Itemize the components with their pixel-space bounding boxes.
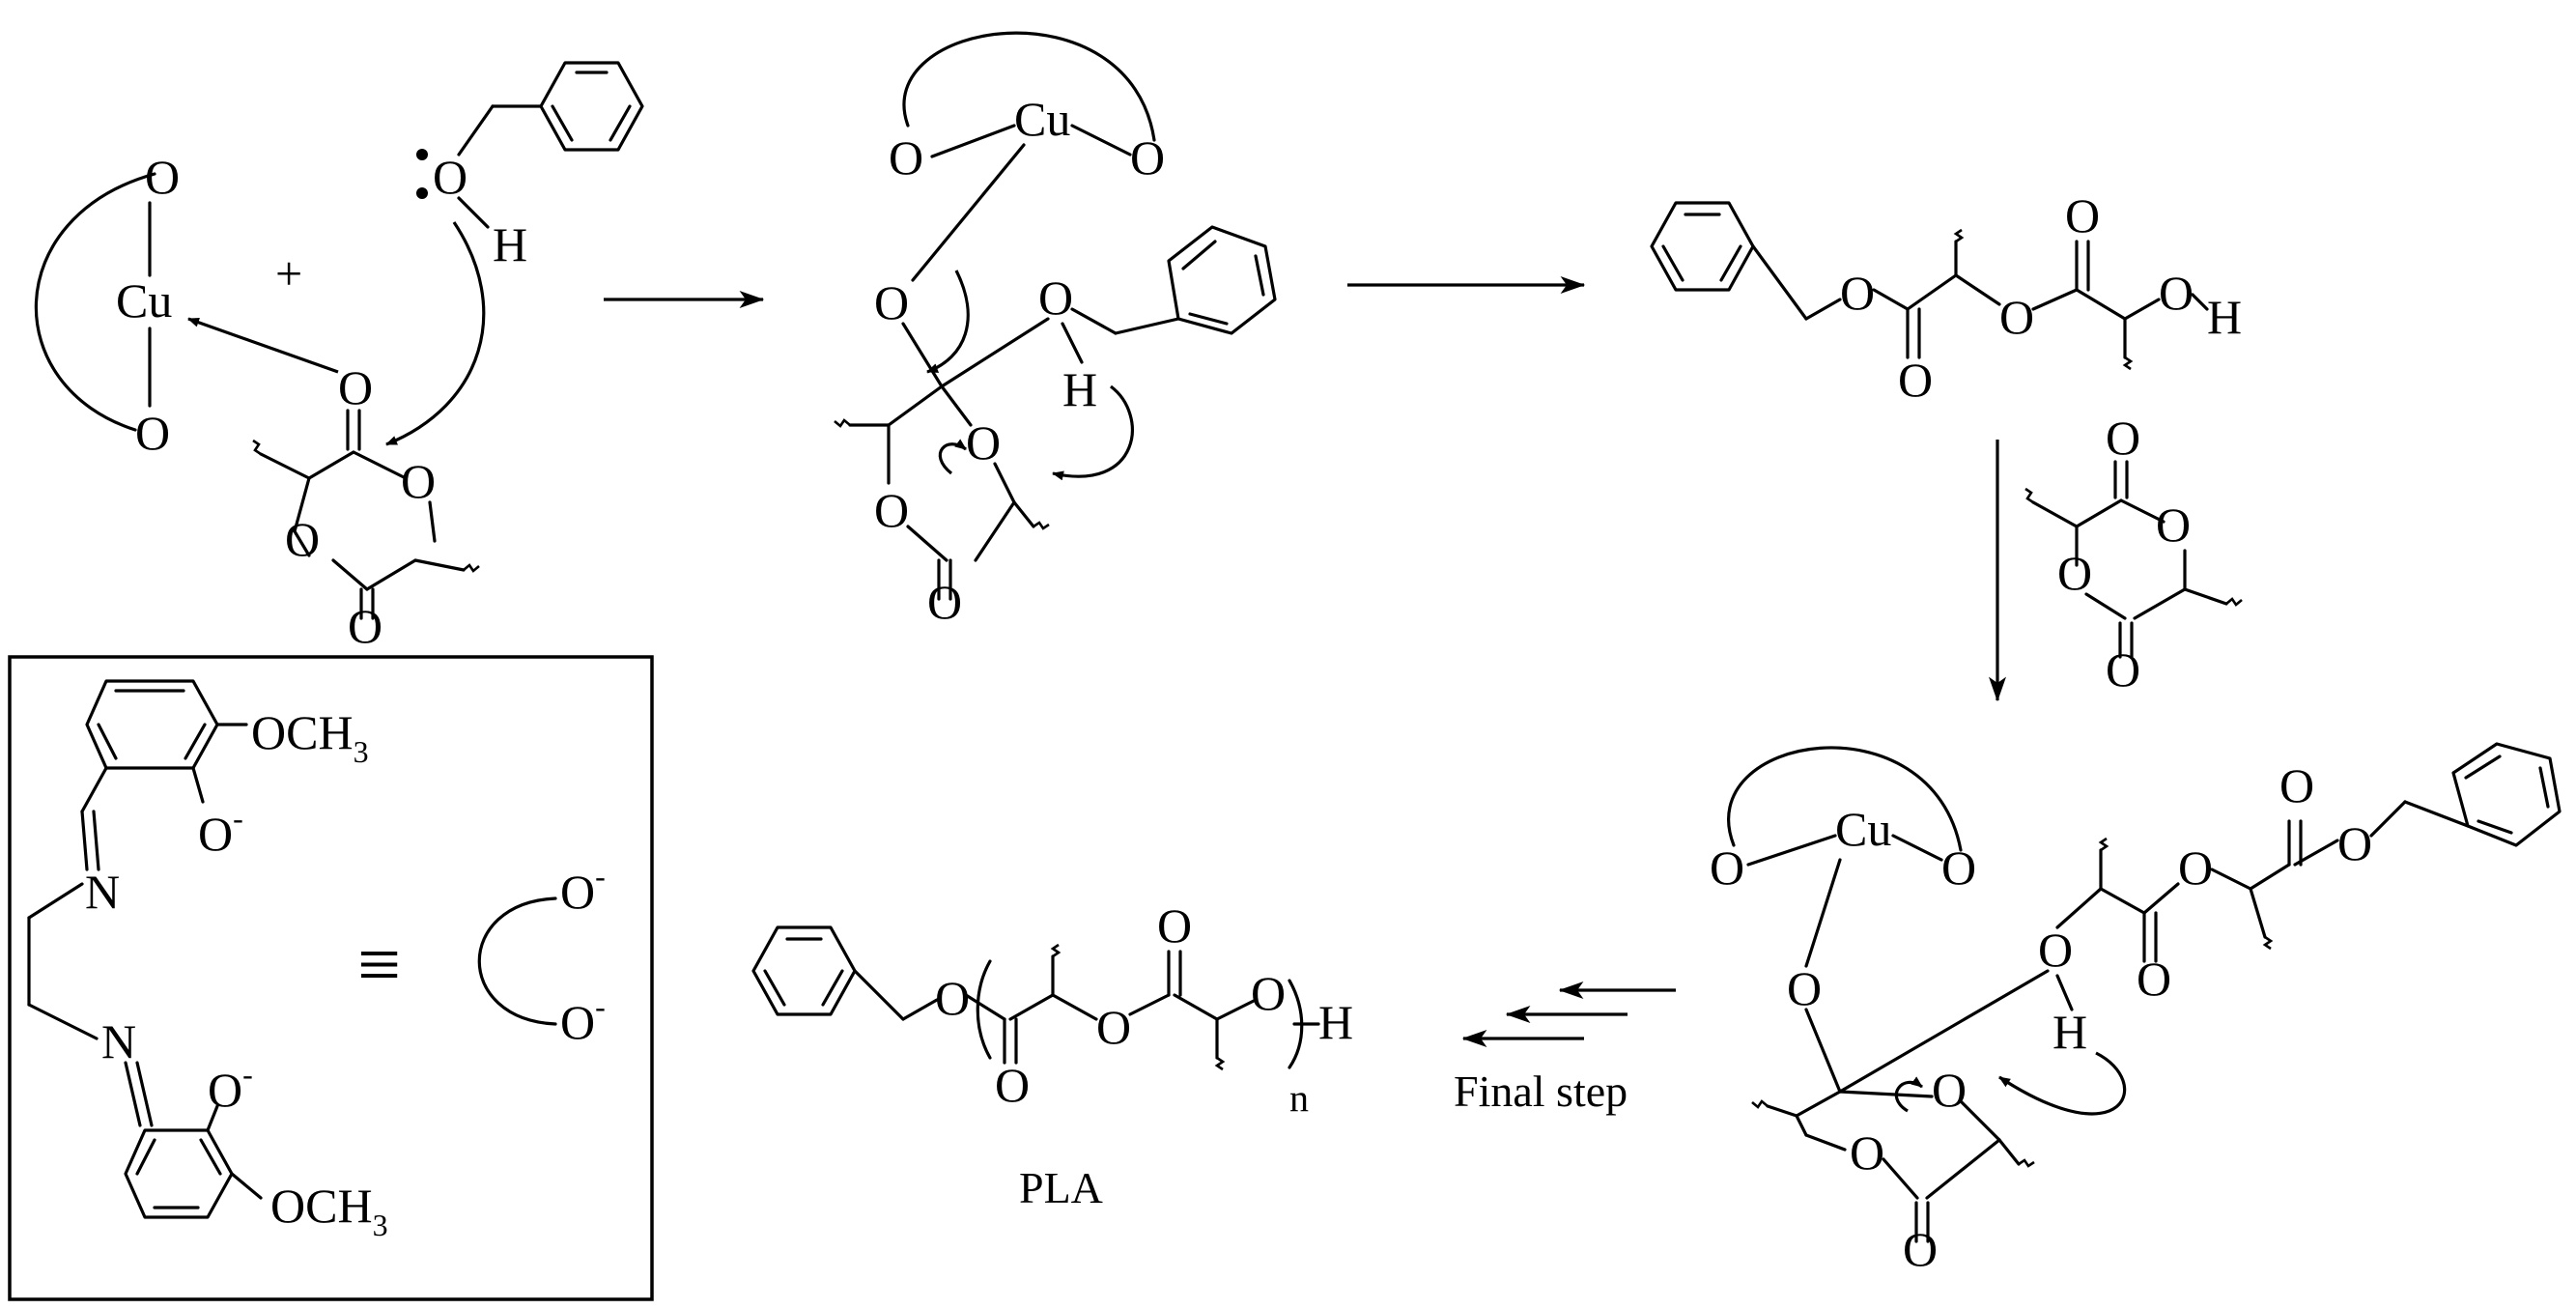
atom-o: O <box>2159 266 2194 320</box>
atom-h: H <box>2052 1005 2087 1059</box>
panel-pla-product: O O O O O n H <box>751 898 1353 1120</box>
inset-frame <box>8 655 654 1301</box>
proton-transfer-arrow <box>1052 384 1134 481</box>
atom-o: O <box>1787 961 1822 1015</box>
ring-opening-arrow <box>1894 1076 1923 1113</box>
atom-h: H <box>2207 290 2242 344</box>
atom-o: O <box>1710 840 1744 895</box>
atom-o: O <box>2137 952 2171 1006</box>
panel-intermediate-2: O O Cu O O O O O O H <box>1710 742 2562 1276</box>
lactide-ring <box>293 450 437 591</box>
atom-cu: Cu <box>1835 802 1891 856</box>
atom-o: O <box>1251 966 1286 1020</box>
abbrev-o: O- <box>560 989 606 1049</box>
ligand-arc <box>34 172 156 432</box>
imine-n: N <box>101 1014 136 1068</box>
atom-cu: Cu <box>1014 92 1070 146</box>
atom-cu: Cu <box>116 273 172 327</box>
ligand-inset: OCH3 O- N N O- OCH3 ≡ O- O- <box>8 655 654 1301</box>
panel-ring-opened-product: O O O O O H <box>1650 188 2242 407</box>
final-step-label: Final step <box>1454 1067 1628 1116</box>
atom-o: O <box>433 150 467 204</box>
ligand-arc <box>902 31 1156 142</box>
atom-o: O <box>889 130 923 185</box>
panel-initial-reactants: O O Cu + O H O <box>34 61 644 653</box>
benzene-ring <box>1167 225 1277 335</box>
coordination-arrow <box>187 317 339 374</box>
atom-o: O <box>935 971 970 1025</box>
phenoxide-o: O- <box>208 1057 253 1117</box>
atom-o: O <box>927 575 962 629</box>
atom-o: O <box>401 454 436 508</box>
atom-o: O <box>1941 840 1976 895</box>
proton-transfer-arrow <box>1998 1051 2127 1116</box>
methoxy-group: OCH3 <box>251 705 369 769</box>
atom-o: O <box>2106 642 2140 697</box>
atom-o: O <box>2106 411 2140 465</box>
equivalence-symbol: ≡ <box>357 923 401 1008</box>
ligand-arc-abbrev <box>477 896 557 1026</box>
benzene-ring <box>2451 742 2562 847</box>
benzene-ring <box>539 61 644 152</box>
imine-n: N <box>85 865 120 919</box>
atom-o: O <box>1932 1063 1967 1117</box>
abbrev-o: O- <box>560 859 606 919</box>
atom-o: O <box>2057 546 2092 600</box>
atom-o: O <box>1096 1000 1131 1054</box>
panel-intermediate-1: O O Cu O O H O O O <box>834 31 1277 629</box>
atom-o: O <box>2178 840 2213 895</box>
ring-opening-arrow <box>938 439 967 475</box>
ligand-arc <box>1727 746 1963 852</box>
benzene-ring <box>124 1128 234 1219</box>
atom-o: O <box>995 1058 1030 1112</box>
atom-o: O <box>1850 1125 1884 1180</box>
atom-o: O <box>966 415 1001 470</box>
atom-o: O <box>874 483 909 537</box>
atom-o: O <box>2156 498 2191 552</box>
atom-o: O <box>348 599 382 653</box>
atom-h: H <box>1318 995 1353 1049</box>
atom-o: O <box>1038 270 1073 325</box>
atom-o: O <box>2065 188 2100 242</box>
atom-o: O <box>1999 290 2034 344</box>
atom-o: O <box>1898 353 1933 407</box>
attack-arrow <box>385 221 486 446</box>
atom-o: O <box>145 150 180 204</box>
phenoxide-o: O- <box>198 801 243 861</box>
methoxy-group: OCH3 <box>270 1179 388 1242</box>
atom-o: O <box>2337 816 2372 870</box>
atom-o: O <box>1903 1222 1938 1276</box>
atom-o: O <box>338 360 373 414</box>
atom-o: O <box>1157 898 1192 953</box>
plus-sign: + <box>275 246 302 300</box>
repeat-count: n <box>1289 1076 1309 1120</box>
electron-arrow <box>926 270 970 374</box>
atom-o: O <box>1840 266 1875 320</box>
atom-o: O <box>2038 923 2073 977</box>
atom-h: H <box>1062 362 1097 416</box>
atom-o: O <box>1130 130 1165 185</box>
lactide-reagent: O O O O <box>2024 411 2243 697</box>
atom-o: O <box>874 275 909 329</box>
repeat-bracket-right <box>1288 979 1304 1069</box>
repeat-bracket-left <box>976 959 992 1060</box>
product-label: PLA <box>1019 1163 1103 1212</box>
atom-o: O <box>2279 758 2314 812</box>
benzene-ring <box>85 679 219 770</box>
atom-o: O <box>135 406 170 460</box>
final-step-arrows <box>1461 982 1676 1047</box>
atom-o: O <box>285 512 320 566</box>
atom-h: H <box>493 217 527 271</box>
